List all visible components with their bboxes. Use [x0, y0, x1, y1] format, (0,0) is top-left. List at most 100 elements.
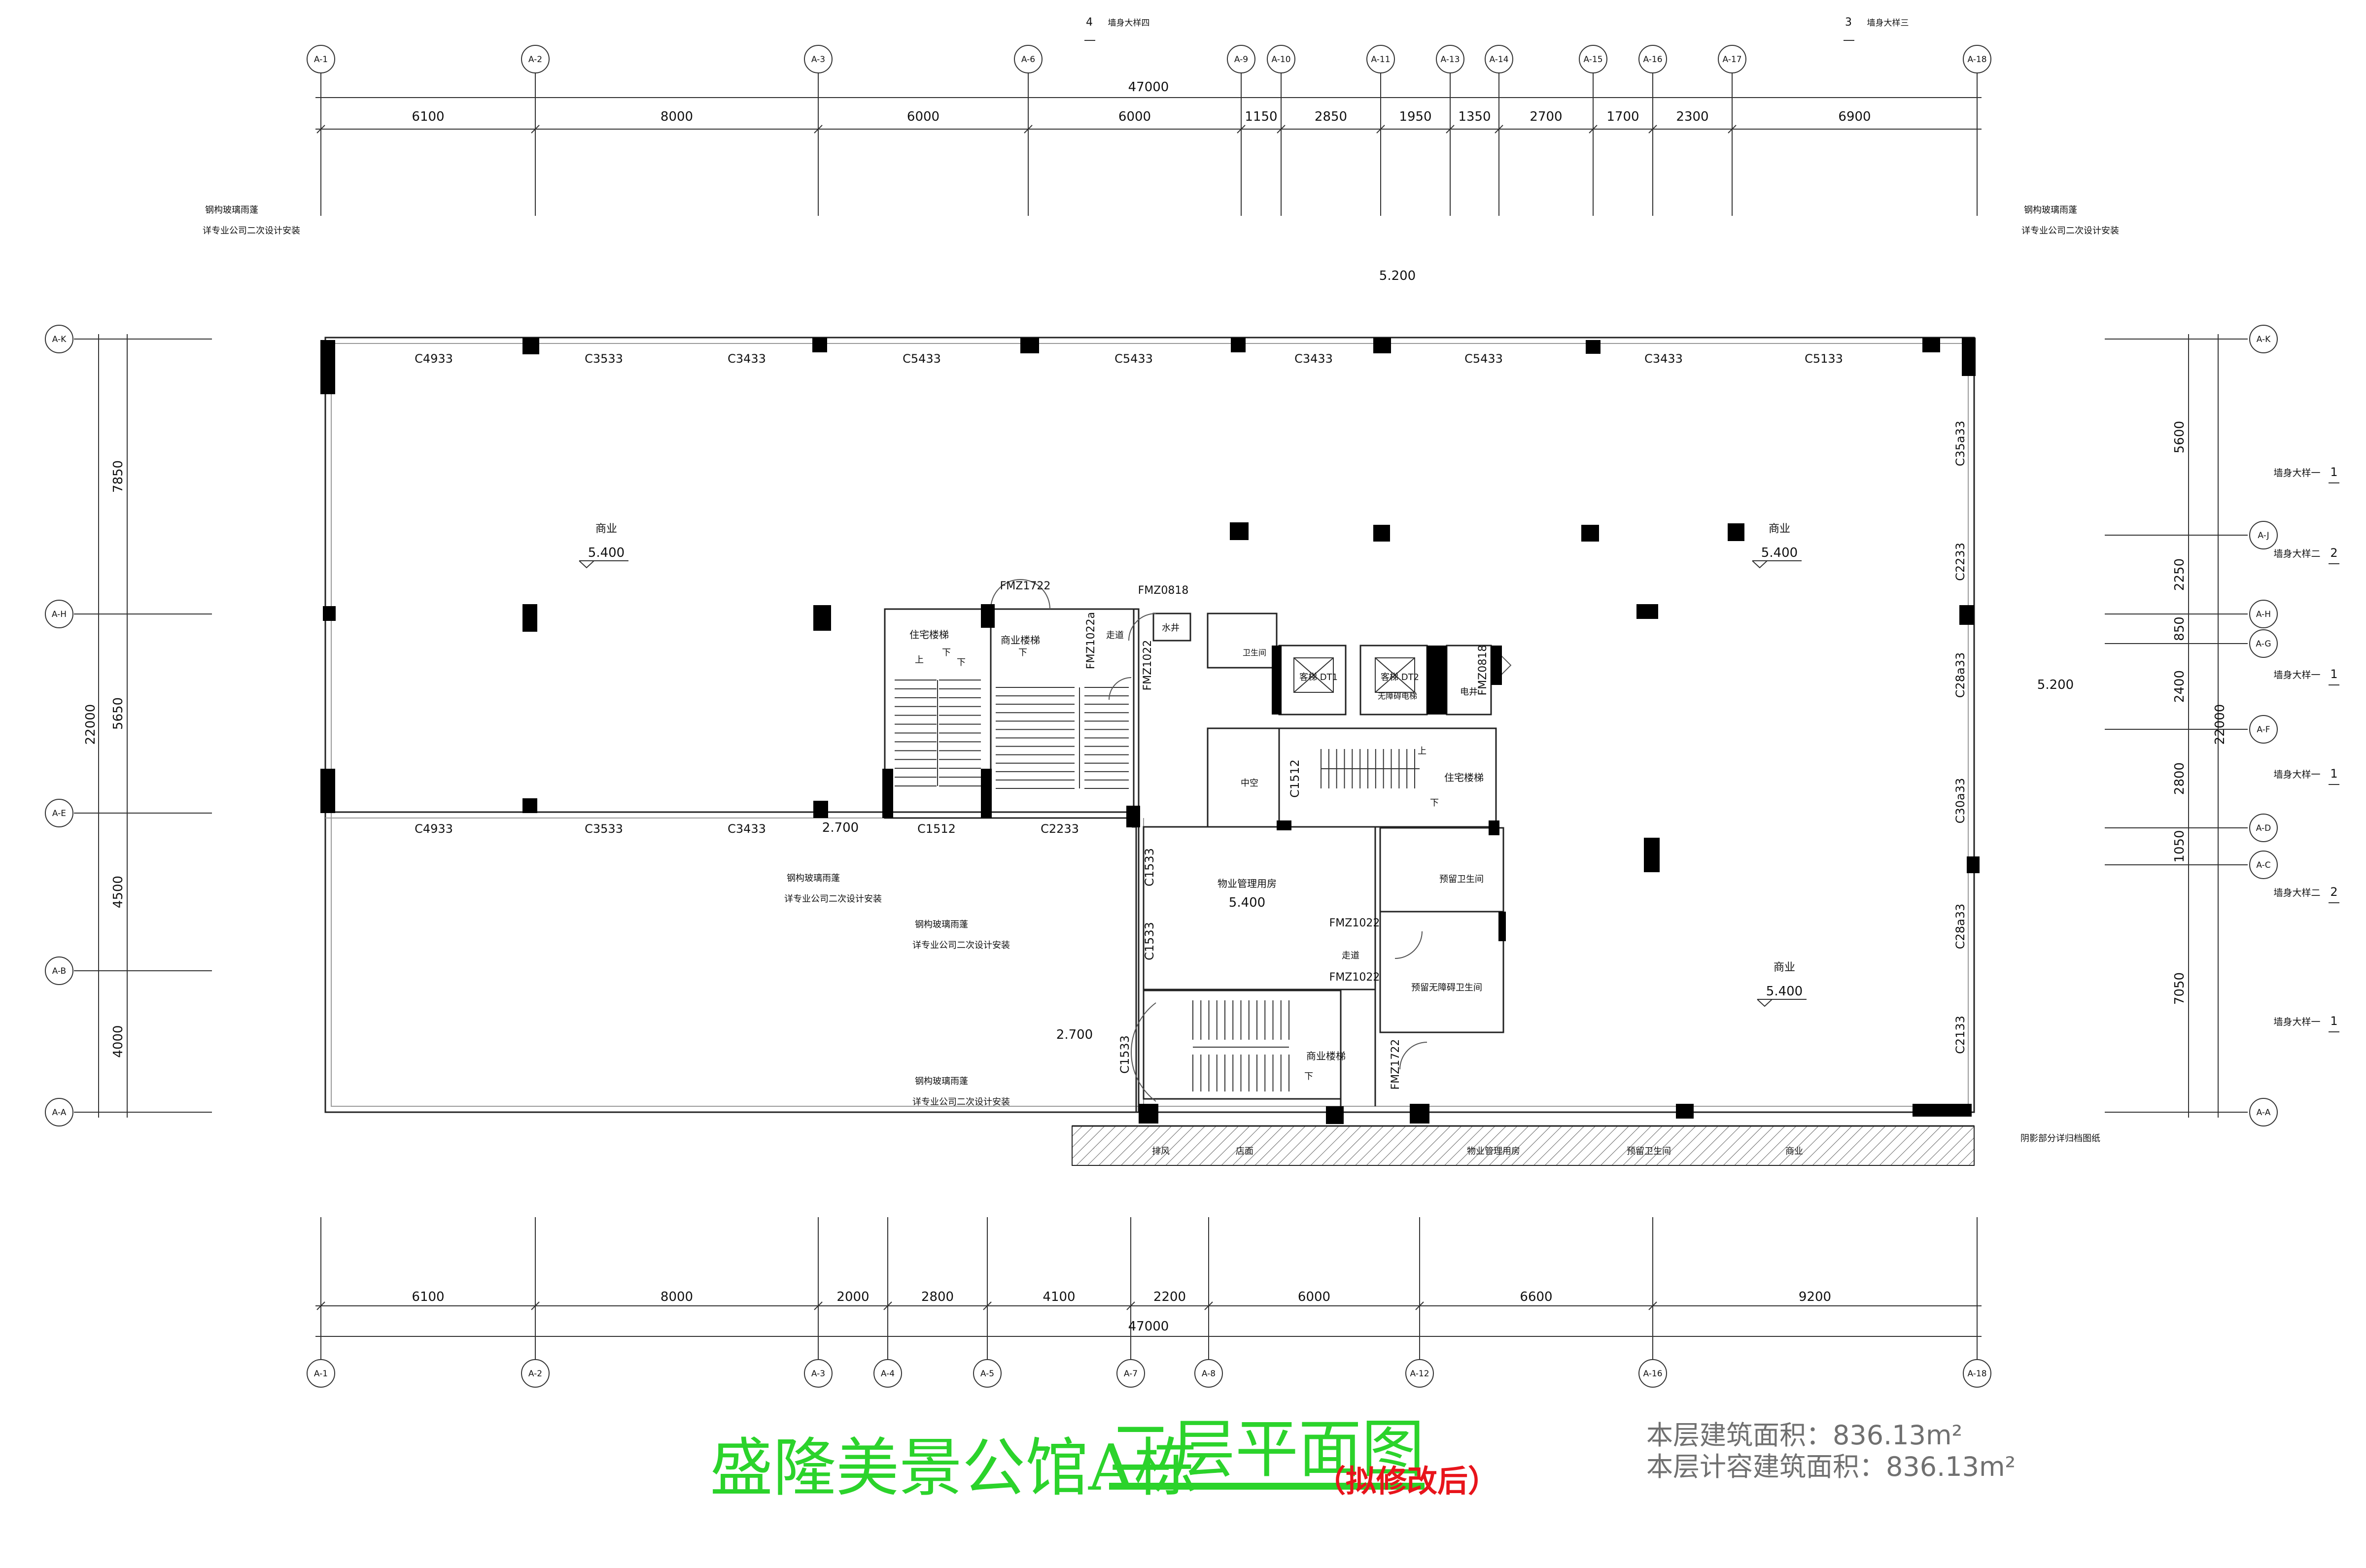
room-name: 物业管理用房	[1218, 878, 1277, 889]
stair-treads	[895, 680, 1420, 1091]
room-name: 商业	[1774, 961, 1795, 974]
axis-label: A-12	[1410, 1369, 1429, 1379]
column	[1277, 820, 1291, 830]
wall-detail-num: 2	[2330, 885, 2337, 899]
room-level: 5.400	[1229, 895, 1265, 910]
axis-bubble	[2249, 715, 2278, 744]
axis-bubble	[307, 1359, 335, 1388]
column	[522, 604, 537, 632]
door-label: FMZ1022a	[1085, 612, 1097, 669]
axis-bubble	[1579, 45, 1607, 73]
axis-label: A-14	[1489, 55, 1508, 65]
window-label: C5433	[903, 352, 941, 366]
axis-bubble	[45, 600, 73, 628]
dim-tick	[1277, 125, 1286, 134]
axis-bubble	[1014, 45, 1043, 73]
dim-tick	[531, 125, 540, 134]
room-name: 住宅楼梯	[1444, 772, 1484, 784]
column	[812, 338, 827, 352]
canopy-note: 钢构玻璃雨蓬	[787, 873, 840, 884]
window-label: C35a33	[1953, 421, 1967, 467]
axis-label: A-17	[1722, 55, 1741, 65]
window-label: C4933	[415, 822, 453, 836]
axis-label: A-A	[52, 1108, 67, 1118]
column	[981, 769, 992, 818]
axis-label: A-1	[314, 1369, 328, 1379]
wall-detail-num: 1	[2330, 767, 2337, 781]
dim-top: 6000	[1118, 109, 1151, 124]
axis-bubble	[1436, 45, 1464, 73]
dim-bottom: 6100	[412, 1290, 444, 1304]
window-label: C3433	[728, 822, 766, 836]
dim-right: 2800	[2172, 762, 2187, 795]
axis-bubble	[45, 799, 73, 827]
level-mark: 2.700	[1056, 1027, 1093, 1042]
window-label: C28a33	[1953, 652, 1967, 698]
axis-label: A-2	[528, 55, 542, 65]
dim-tick	[1204, 1301, 1213, 1310]
axis-label: A-B	[52, 966, 66, 976]
axis-bubble	[1638, 1359, 1667, 1388]
level-symbol	[579, 560, 628, 569]
dim-bottom: 6000	[1298, 1290, 1330, 1304]
room-name: 商业	[1769, 523, 1790, 535]
room-level: 5.400	[1766, 984, 1803, 999]
column	[1230, 522, 1249, 540]
canopy-note: 详专业公司二次设计安装	[203, 226, 300, 236]
axis-bubble	[2249, 1098, 2278, 1126]
wall-detail-label: 墙身大样二	[2273, 548, 2320, 559]
column	[522, 338, 539, 354]
axis-bubble	[521, 45, 550, 73]
column	[1913, 1104, 1972, 1117]
stair-direction: 下	[1304, 1071, 1313, 1082]
axis-label: A-6	[1021, 55, 1035, 65]
column	[1373, 525, 1390, 542]
dim-right: 850	[2172, 616, 2187, 641]
dim-bottom: 8000	[661, 1290, 693, 1304]
room-name: 住宅楼梯	[909, 629, 949, 641]
window-label: C3533	[585, 352, 623, 366]
room-name: 商业	[595, 523, 617, 535]
outer-wall-main	[324, 337, 1975, 1113]
dim-tick	[1237, 125, 1246, 134]
axis-label: A-18	[1967, 1369, 1986, 1379]
door-label: FMZ1022	[1142, 640, 1154, 691]
window-label: C4933	[415, 352, 453, 366]
canopy-note: 钢构玻璃雨蓬	[915, 1076, 968, 1087]
door-label: FMZ1722	[1390, 1039, 1402, 1090]
column	[1020, 338, 1039, 353]
window-label: C3433	[1294, 352, 1333, 366]
stair-direction: 下	[1018, 648, 1027, 658]
ground-strip-label: 预留卫生间	[1627, 1146, 1671, 1157]
door-label: FMZ1722	[1000, 580, 1051, 592]
dim-top: 6000	[907, 109, 939, 124]
axis-label: A-D	[2256, 823, 2271, 833]
wall-detail-label: 墙身大样一	[2273, 769, 2320, 780]
door-label: FMZ0818	[1138, 584, 1189, 597]
property-room-box	[1143, 826, 1376, 990]
axis-label: A-11	[1371, 55, 1390, 65]
dimension-lines	[98, 40, 2339, 1337]
dim-left: 4500	[111, 876, 126, 908]
window-label: C2233	[1953, 543, 1967, 581]
floor-area-label: 本层建筑面积：	[1646, 1420, 1833, 1451]
wall-detail-num: 1	[2330, 1014, 2337, 1028]
axis-label: A-H	[52, 610, 67, 619]
axis-bubble	[1194, 1359, 1223, 1388]
total-dim-left: 22000	[83, 704, 98, 745]
ground-strip-label: 物业管理用房	[1467, 1146, 1520, 1157]
dim-right: 1050	[2172, 830, 2187, 862]
window-label: C5133	[1805, 352, 1843, 366]
room-level: 5.400	[588, 545, 625, 560]
reserved-wc-box	[1379, 827, 1504, 913]
dim-bottom: 6600	[1520, 1290, 1552, 1304]
level-symbol	[1752, 560, 1802, 569]
axis-bubble	[873, 1359, 902, 1388]
canopy-note: 详专业公司二次设计安装	[912, 940, 1010, 951]
axis-label: A-15	[1583, 55, 1602, 65]
ground-floor-strip	[1072, 1125, 1975, 1166]
elevator-cross-marks	[1293, 657, 1415, 693]
drawing-subtitle: 二层平面图	[1109, 1416, 1425, 1490]
